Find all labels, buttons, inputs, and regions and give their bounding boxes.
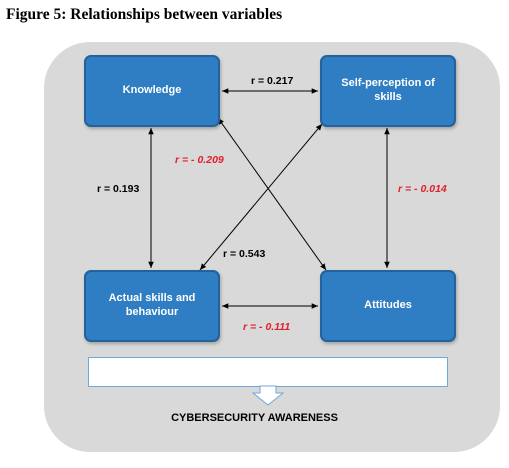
edge-selfperception-actualskills	[199, 123, 323, 271]
outcome-label: CYBERSECURITY AWARENESS	[171, 412, 338, 424]
node-knowledge: Knowledge	[84, 55, 220, 127]
label-knowledge-selfperception: r = 0.217	[251, 75, 294, 87]
figure-title: Figure 5: Relationships between variable…	[6, 6, 283, 23]
node-self-perception: Self-perception of skills	[320, 55, 456, 127]
label-selfperception-actualskills: r = 0.543	[223, 248, 266, 260]
label-knowledge-attitudes: r = - 0.209	[175, 154, 224, 166]
label-actualskills-attitudes: r = - 0.111	[243, 321, 291, 333]
label-selfperception-attitudes: r = - 0.014	[398, 183, 447, 195]
label-knowledge-actualskills: r = 0.193	[97, 183, 140, 195]
node-actual-skills: Actual skills and behaviour	[84, 270, 220, 342]
node-attitudes: Attitudes	[320, 270, 456, 342]
